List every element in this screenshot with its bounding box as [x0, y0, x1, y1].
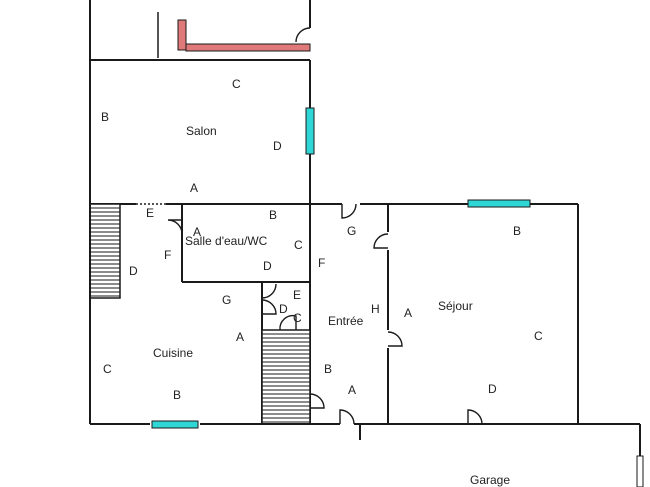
cuisine-wall-left-label: C — [103, 362, 112, 376]
middle-staircase — [261, 329, 311, 425]
hall-label-e: E — [146, 206, 154, 220]
room-garage: Garage — [470, 473, 510, 487]
salon-wall-bottom-label: A — [190, 181, 198, 195]
cuisine-wall-bottom-label: B — [173, 388, 181, 402]
room-cuisine: Cuisine — [153, 346, 193, 360]
hall-label-g: G — [222, 293, 231, 307]
sejour-door-right — [387, 331, 403, 347]
cave-door — [309, 393, 325, 409]
salon-wall-left-label: B — [101, 110, 109, 124]
salon-wall-top-label: C — [232, 77, 241, 91]
salle-eau-wall-left-label: A — [193, 225, 201, 239]
sejour-door-left — [373, 233, 389, 249]
salle-eau-wall-bottom-label: D — [263, 259, 272, 273]
sejour-wall-top-label: B — [513, 224, 521, 238]
entree-wall-top-label: G — [347, 224, 356, 238]
salon-wall-right-label: D — [273, 139, 282, 153]
hall-label-d: D — [129, 264, 138, 278]
garage-door-jamb — [636, 455, 644, 487]
hall-label-e2: E — [293, 288, 301, 302]
left-staircase — [89, 203, 121, 299]
hall-label-c2: C — [293, 311, 302, 325]
room-entree: Entrée — [328, 314, 364, 328]
salle-eau-wall-right-label: C — [294, 238, 303, 252]
cuisine-window — [151, 420, 199, 429]
sejour-wall-bottom-label: D — [488, 382, 497, 396]
entree-wall-right-label: H — [371, 302, 380, 316]
salon-window — [305, 107, 315, 155]
room-sejour: Séjour — [438, 299, 473, 313]
salle-eau-door — [167, 219, 183, 235]
cuisine-wall-right-label: A — [236, 330, 244, 344]
salle-eau-wall-top-label: B — [269, 208, 277, 222]
entree-wall-left-label: B — [324, 362, 332, 376]
salle-eau-outer-left-label: F — [164, 248, 171, 262]
entree-door-top — [341, 203, 357, 219]
entree-wall-bottom-label: A — [348, 383, 356, 397]
sejour-door-bottom — [467, 409, 483, 425]
salle-eau-outer-right-label: F — [318, 256, 325, 270]
room-salle-eau: Salle d'eau/WC — [185, 234, 268, 248]
entree-door-bottom — [339, 409, 355, 425]
hall-label-d2: D — [279, 302, 288, 316]
room-salon: Salon — [186, 124, 217, 138]
sejour-wall-left-label: A — [404, 306, 412, 320]
corridor-door-1 — [261, 283, 277, 299]
highlighted-wall — [177, 19, 311, 52]
sejour-wall-right-label: C — [534, 329, 543, 343]
sejour-window — [467, 199, 531, 208]
upper-room-door — [295, 27, 311, 43]
salle-eau-room — [181, 204, 311, 283]
corridor-door-3 — [279, 314, 297, 331]
corridor-door-2 — [261, 299, 277, 315]
